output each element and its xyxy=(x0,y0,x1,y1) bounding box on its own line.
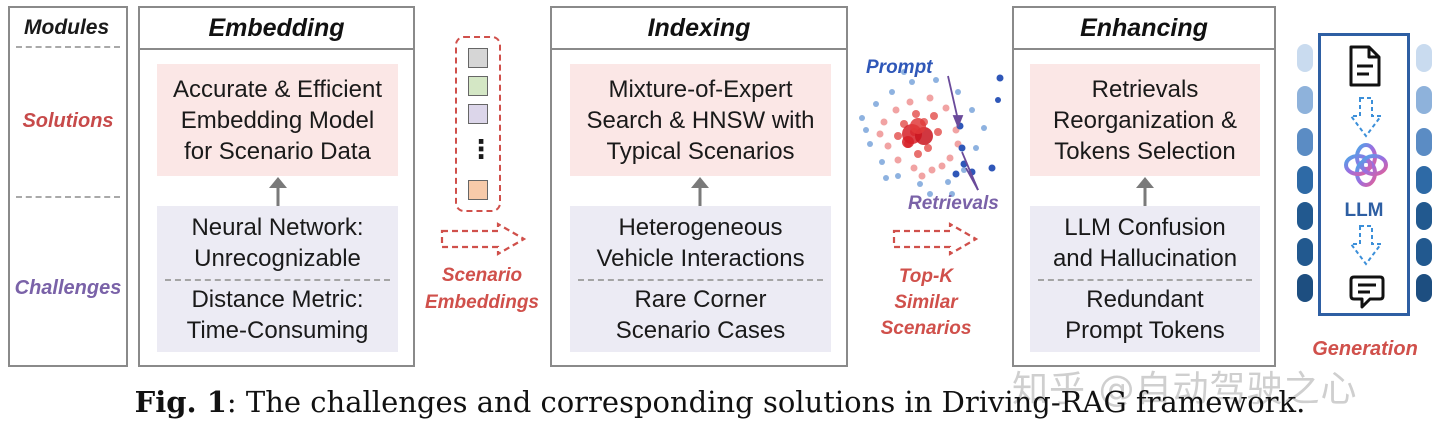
down-arrow-2 xyxy=(1349,225,1383,266)
token-dark xyxy=(1297,238,1313,266)
enhancing-challenge-1: LLM Confusion and Hallucination xyxy=(1052,214,1238,272)
embedding-solution: Accurate & Efficient Embedding Model for… xyxy=(157,64,398,176)
indexing-panel: Indexing Mixture-of-Expert Search & HNSW… xyxy=(550,6,848,367)
llm-label: LLM xyxy=(1344,200,1384,221)
topk-label: Top-K Similar Scenarios xyxy=(880,266,972,339)
embedding-challenge-divider xyxy=(165,279,390,281)
indexing-challenge-2: Rare Corner Scenario Cases xyxy=(615,286,786,344)
right-token-column xyxy=(1416,44,1434,314)
embedding-stack: ⋮ xyxy=(455,36,501,212)
topk-arrow xyxy=(892,222,979,256)
prompt-label: Prompt xyxy=(866,57,933,78)
enhancing-solution: Retrievals Reorganization & Tokens Selec… xyxy=(1030,64,1260,176)
embedding-panel: Embedding Accurate & Efficient Embedding… xyxy=(138,6,415,367)
indexing-challenge-divider xyxy=(578,279,823,281)
llm-knot-icon xyxy=(1344,143,1388,187)
enhancing-panel: Enhancing Retrievals Reorganization & To… xyxy=(1012,6,1276,367)
modules-header: Modules xyxy=(24,16,110,39)
token-light xyxy=(1297,44,1313,72)
token-light xyxy=(1416,86,1432,114)
down-arrow-1 xyxy=(1349,97,1383,138)
embedding-cell-gray xyxy=(468,48,488,68)
enhancing-challenge-2: Redundant Prompt Tokens xyxy=(1065,286,1225,344)
retrievals-label: Retrievals xyxy=(908,193,999,214)
token-dark xyxy=(1416,274,1432,302)
modules-panel: Modules Solutions Challenges xyxy=(8,6,128,367)
figure-label: Fig. 1 xyxy=(134,385,227,419)
enhancing-up-arrow xyxy=(1136,177,1154,209)
llm-box: LLM xyxy=(1318,33,1410,316)
indexing-challenges: Heterogeneous Vehicle Interactions Rare … xyxy=(570,206,831,352)
document-icon xyxy=(1349,45,1381,87)
retrieval-pointers xyxy=(961,151,979,191)
token-light xyxy=(1297,86,1313,114)
token-dark xyxy=(1297,166,1313,194)
token-mid xyxy=(1416,128,1432,156)
retrieval-scatter xyxy=(859,69,1004,197)
chat-bubble-icon xyxy=(1349,275,1385,309)
embedding-challenge-1: Neural Network: Unrecognizable xyxy=(191,214,364,272)
indexing-title: Indexing xyxy=(552,8,846,50)
embedding-challenge-2: Distance Metric: Time-Consuming xyxy=(186,286,369,344)
prompt-pointer xyxy=(947,75,964,129)
scatter-cluster-core xyxy=(894,110,942,158)
embedding-ellipsis: ⋮ xyxy=(468,134,494,164)
challenges-label: Challenges xyxy=(14,277,122,299)
token-dark xyxy=(1416,166,1432,194)
embedding-up-arrow xyxy=(269,177,287,209)
embedding-cell-orange xyxy=(468,180,488,200)
enhancing-challenges: LLM Confusion and Hallucination Redundan… xyxy=(1030,206,1260,352)
figure-caption-text: : The challenges and corresponding solut… xyxy=(226,385,1306,419)
token-dark xyxy=(1416,202,1432,230)
token-dark xyxy=(1297,274,1313,302)
solutions-label: Solutions xyxy=(22,110,114,132)
token-light xyxy=(1416,44,1432,72)
figure-caption: Fig. 1: The challenges and corresponding… xyxy=(0,385,1440,431)
enhancing-challenge-divider xyxy=(1038,279,1252,281)
modules-divider-top xyxy=(16,46,120,48)
indexing-challenge-1: Heterogeneous Vehicle Interactions xyxy=(596,214,805,272)
modules-divider-mid xyxy=(16,196,120,198)
token-dark xyxy=(1297,202,1313,230)
scenario-arrow xyxy=(440,222,527,256)
scatter-background-points xyxy=(859,69,987,197)
embedding-challenges: Neural Network: Unrecognizable Distance … xyxy=(157,206,398,352)
watermark: 知乎 @自动驾驶之心 xyxy=(1012,369,1358,410)
embedding-cell-green xyxy=(468,76,488,96)
token-dark xyxy=(1416,238,1432,266)
generation-label: Generation xyxy=(1312,338,1418,360)
left-token-column xyxy=(1297,44,1315,314)
scenario-embeddings-label: Scenario Embeddings xyxy=(424,265,539,313)
enhancing-title: Enhancing xyxy=(1014,8,1274,50)
token-mid xyxy=(1297,128,1313,156)
embedding-cell-purple xyxy=(468,104,488,124)
indexing-solution: Mixture-of-Expert Search & HNSW with Typ… xyxy=(570,64,831,176)
indexing-up-arrow xyxy=(691,177,709,209)
embedding-title: Embedding xyxy=(140,8,413,50)
